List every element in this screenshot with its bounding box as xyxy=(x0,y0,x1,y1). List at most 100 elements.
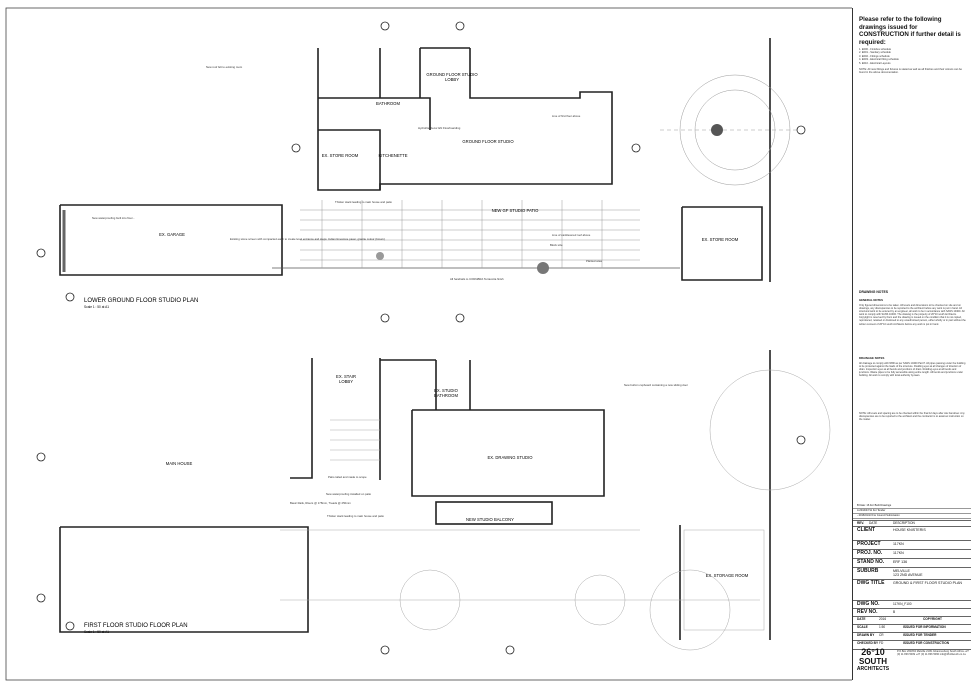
reference-item: 2. E001 - Sanitary schedule xyxy=(859,51,891,55)
standno-label: STAND NO. xyxy=(857,559,885,565)
room-label: MAIN HOUSE xyxy=(166,461,193,466)
drawnby-value: CR xyxy=(879,633,884,637)
checkedby-row: CHECKED BY FD ISSUED FOR CONSTRUCTION xyxy=(853,640,971,650)
annotation-note: Hydrofire Decor EN Floorboarding xyxy=(418,126,461,130)
room-label: EX. STAIR xyxy=(336,374,356,379)
site-note: NOTE: All levels and spacing are to be c… xyxy=(859,412,965,422)
reference-heading: Please refer to the following drawings i… xyxy=(859,16,961,46)
issue-construction-label: ISSUED FOR CONSTRUCTION xyxy=(903,641,950,645)
title-block: Please refer to the following drawings i… xyxy=(852,8,971,680)
date-label: DATE xyxy=(857,617,866,621)
sheet-border xyxy=(5,7,852,681)
lower-plan-walls xyxy=(59,38,771,282)
annotation-note: New built-in cupboard containing a new s… xyxy=(624,383,688,387)
revision-row: - 2016/01/13 For Council Submission xyxy=(853,514,971,519)
desc-col: DESCRIPTION xyxy=(893,521,915,525)
room-label: EX. STUDIO xyxy=(434,388,458,393)
annotation-note: New waterproofing installed on patio xyxy=(326,492,372,496)
suburb-row: SUBURB MELVILLE 123 2ND AVENUE xyxy=(853,567,971,580)
general-notes-text: Only figured dimensions to be taken. All… xyxy=(859,304,966,326)
date-col: DATE xyxy=(869,521,878,525)
dwgtitle-label: DWG TITLE xyxy=(857,580,885,586)
architect-logo: 26°10 SOUTH ARCHITECTS xyxy=(853,647,893,673)
rev-col: REV. xyxy=(857,521,865,525)
section-markers xyxy=(36,21,806,655)
architect-address: P.O.Box 2618X4 Melville 2109 Johannesbur… xyxy=(897,650,969,657)
lower-plan-scale: Scale 1 : 50 at A1 xyxy=(84,305,109,309)
annotation-note: Block size xyxy=(550,243,563,247)
room-label: EX. GARAGE xyxy=(159,232,185,237)
projno-value: 117KN xyxy=(893,551,904,555)
dwgtitle-value: GROUND & FIRST FLOOR STUDIO PLAN xyxy=(893,581,963,585)
plan-title-marker xyxy=(65,292,75,302)
annotation-note: Patio railed and made to scope xyxy=(328,475,367,479)
project-value: 117KN xyxy=(893,542,904,546)
room-label: EX. DRAWING STUDIO xyxy=(488,455,534,460)
room-label: BATHROOM xyxy=(434,393,458,398)
issue-tender-label: ISSUED FOR TENDER xyxy=(903,633,937,637)
annotation-note: Thicker stack leading to main house and … xyxy=(335,200,392,204)
room-label: NEW STUDIO BALCONY xyxy=(466,517,514,522)
revision-row: A 2016/07/11 For Tender xyxy=(853,509,971,514)
scale-value: 1:50 xyxy=(879,625,886,629)
drawnby-label: DRAWN BY xyxy=(857,633,875,637)
room-label: NEW GF STUDIO PATIO xyxy=(492,208,540,213)
tree-symbol xyxy=(376,252,384,260)
client-label: CLIENT xyxy=(857,527,876,533)
annotation-note: Thicker stack leading to main house and … xyxy=(327,514,384,518)
annotation-note: Line of cantilevered roof above xyxy=(552,233,591,237)
scale-row: SCALE 1:50 ISSUED FOR INFORMATION xyxy=(853,624,971,633)
project-label: PROJECT xyxy=(857,541,881,547)
dwgno-label: DWG NO. xyxy=(857,601,880,607)
dwgtitle-row: DWG TITLE GROUND & FIRST FLOOR STUDIO PL… xyxy=(853,579,971,598)
client-value: HOUSE KNISTERIS xyxy=(893,528,926,532)
room-label: BATHROOM xyxy=(376,101,400,106)
annotation-note: Line of first floor above xyxy=(552,114,581,118)
suburb-value: MELVILLE 123 2ND AVENUE xyxy=(893,569,923,578)
room-label: EX. STORE ROOM xyxy=(702,237,739,242)
lower-plan-hatch xyxy=(300,74,800,268)
upper-plan-hatch xyxy=(280,369,831,651)
copyright-label: COPYRIGHT xyxy=(923,617,942,621)
standno-row: STAND NO. ERF 136 xyxy=(853,558,971,568)
room-label: EX. STORE ROOM xyxy=(322,153,359,158)
logo-line-1: 26°10 xyxy=(861,647,885,657)
annotation-note: Indian limestone paver, granite colour (… xyxy=(328,237,385,241)
room-label: KITCHENETTE xyxy=(378,153,407,158)
project-row: PROJECT 117KN xyxy=(853,540,971,550)
dwgno-row: DWG NO. 117KN_F100 xyxy=(853,600,971,609)
tree-symbol xyxy=(537,262,549,274)
annotation-note: Basic Rails, Risers @ 178mm, Treads @ 25… xyxy=(290,501,352,505)
upper-plan-title: FIRST FLOOR STUDIO FLOOR PLAN xyxy=(84,623,188,629)
date-row: DATE 2016 COPYRIGHT xyxy=(853,616,971,625)
reference-item: 5. E010 - Electrical Layouts xyxy=(859,61,891,65)
drainage-notes-text: All drainage to comply with NBR as per S… xyxy=(859,362,966,378)
reference-item: 3. E002 - Fittings schedule xyxy=(859,54,890,58)
annotation-note: Planted area xyxy=(586,259,602,263)
annotation-note: All handrails to CORGBRA Terracotta fini… xyxy=(450,277,504,281)
logo-line-3: ARCHITECTS xyxy=(856,666,890,672)
reference-item: 1. E000 - Finishes schedule xyxy=(859,48,892,51)
issue-info-label: ISSUED FOR INFORMATION xyxy=(903,625,946,629)
projno-row: PROJ. NO. 117KN xyxy=(853,549,971,559)
revno-label: REV NO. xyxy=(857,609,878,615)
revno-row: REV NO. B xyxy=(853,608,971,617)
checkedby-label: CHECKED BY xyxy=(857,641,879,645)
tree-symbol xyxy=(711,124,723,136)
annotation-note: New waterproofing built into floor... xyxy=(92,216,135,220)
dwgno-value: 117KN_F100 xyxy=(893,602,912,606)
room-label: LOBBY xyxy=(339,379,353,384)
scale-label: SCALE xyxy=(857,625,868,629)
drainage-notes-heading: DRAINAGE NOTES xyxy=(859,356,885,360)
room-label: EX. STORAGE ROOM xyxy=(706,573,749,578)
reference-item: 4. E003 - Electrical fitting schedule xyxy=(859,58,899,62)
upper-plan-walls xyxy=(59,350,771,640)
room-label: GROUND FLOOR STUDIO xyxy=(426,72,478,77)
date-value: 2016 xyxy=(879,617,887,621)
drawnby-row: DRAWN BY CR ISSUED FOR TENDER xyxy=(853,632,971,641)
